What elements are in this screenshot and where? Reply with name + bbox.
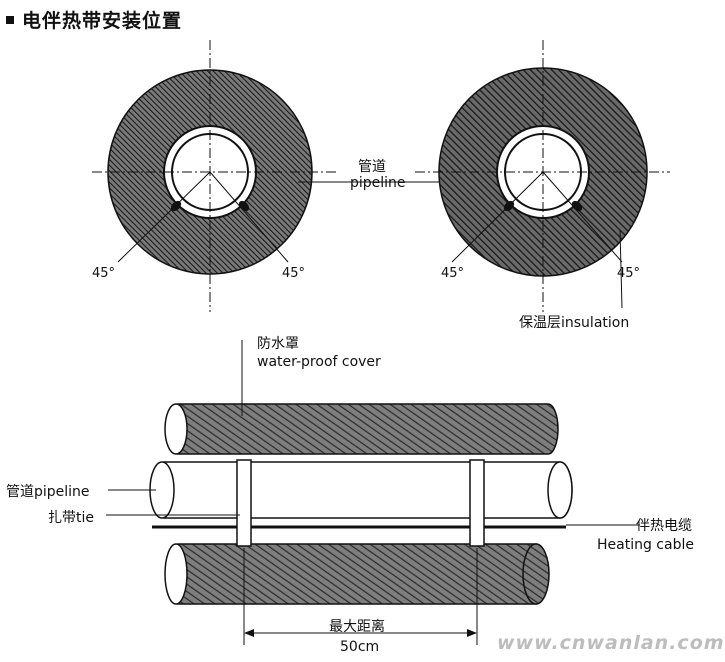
cover-bottom xyxy=(177,543,549,605)
cover-label-en: water-proof cover xyxy=(257,354,381,370)
cross-section-left xyxy=(92,40,338,312)
heating-cable-left-a xyxy=(170,200,182,212)
angle-line-left-a xyxy=(117,171,211,263)
title-text: 电伴热带安装位置 xyxy=(22,10,183,32)
heating-cable-right-a xyxy=(503,200,515,212)
page-title: 电伴热带安装位置 xyxy=(6,6,182,33)
cover-top xyxy=(177,403,559,455)
dim-arrow-left xyxy=(244,629,254,637)
pipeline-label-cn: 管道 xyxy=(358,159,386,175)
cover-top-end xyxy=(164,403,188,455)
tie-right xyxy=(469,459,485,547)
insulation-leader xyxy=(619,229,623,309)
angle-line-left-b xyxy=(209,171,289,263)
cover-bottom-far-end xyxy=(522,543,550,605)
side-view xyxy=(106,340,640,645)
cross-section-right xyxy=(415,40,670,312)
cable-label-cn: 伴热电缆 xyxy=(636,518,692,534)
tie-left xyxy=(236,459,252,547)
dim-arrow-right xyxy=(467,629,477,637)
angle-label-left-b: 45° xyxy=(282,266,306,281)
heating-cable-left-b xyxy=(238,200,250,212)
pipeline-side-label: 管道pipeline xyxy=(6,484,90,500)
angle-label-left-a: 45° xyxy=(92,266,116,281)
pipe-side xyxy=(163,461,573,519)
angle-label-right-b: 45° xyxy=(617,266,641,281)
insulation-label: 保温层insulation xyxy=(519,315,630,331)
max-distance-label: 最大距离 xyxy=(329,619,385,635)
angle-line-right-b xyxy=(542,171,623,263)
pipe-side-far-end xyxy=(547,461,573,519)
angle-label-right-a: 45° xyxy=(441,266,465,281)
cable-label-en: Heating cable xyxy=(597,537,694,553)
watermark: www.cnwanlan.com xyxy=(497,632,725,654)
pipeline-label-en: pipeline xyxy=(350,175,406,191)
max-distance-value: 50cm xyxy=(340,639,380,655)
heating-cable-right-b xyxy=(571,200,583,212)
angle-line-right-a xyxy=(451,171,544,263)
cover-bottom-end xyxy=(164,543,188,605)
title-bullet xyxy=(6,15,14,24)
cover-label-cn: 防水罩 xyxy=(257,336,299,352)
tie-label: 扎带tie xyxy=(48,510,94,526)
